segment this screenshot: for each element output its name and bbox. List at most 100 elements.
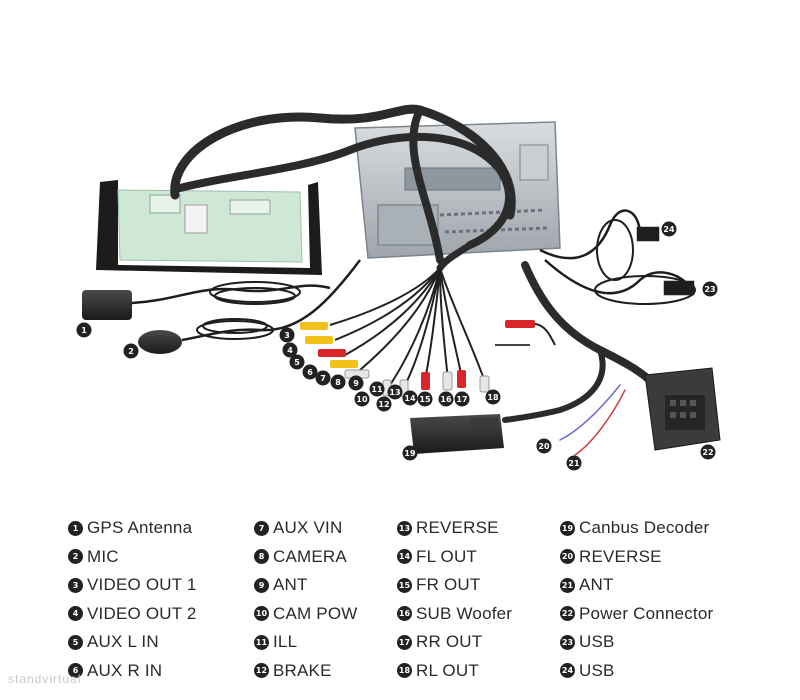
legend-number-badge: 2 [68, 549, 83, 565]
watermark-text: standvirtual [8, 672, 82, 686]
legend-label: GPS Antenna [87, 518, 193, 538]
microphone [138, 259, 361, 354]
usb-cables [539, 209, 696, 305]
diagram-number-text: 21 [568, 459, 580, 468]
legend-label: CAMERA [273, 546, 347, 566]
diagram-number-badge: 23 [702, 281, 718, 297]
legend-number-badge: 3 [68, 577, 83, 593]
diagram-number-text: 9 [353, 379, 359, 388]
diagram-number-badge: 1 [76, 322, 92, 338]
diagram-number-badge: 24 [661, 221, 677, 237]
legend-label: VIDEO OUT 1 [87, 575, 197, 595]
diagram-number-badge: 8 [330, 374, 346, 390]
legend-label: AUX L IN [87, 632, 159, 652]
diagram-number-text: 1 [81, 326, 87, 335]
front-panel-frame [96, 180, 322, 275]
diagram-number-badge: 12 [376, 396, 392, 412]
legend-number-badge: 11 [254, 634, 269, 650]
legend-number-badge: 10 [254, 606, 269, 622]
diagram-number-text: 20 [538, 442, 550, 451]
legend-number-badge: 20 [560, 549, 575, 565]
diagram-number-badge: 17 [454, 391, 470, 407]
legend-label: USB [579, 660, 615, 680]
legend-label: Power Connector [579, 603, 714, 623]
diagram-number-text: 10 [356, 395, 368, 404]
diagram-number-text: 2 [128, 347, 134, 356]
diagram-number-badge: 21 [566, 455, 582, 471]
legend-label: USB [579, 632, 615, 652]
legend-number-badge: 14 [397, 549, 412, 565]
reverse-rca [495, 320, 556, 346]
legend-number-badge: 17 [397, 634, 412, 650]
diagram-number-text: 18 [487, 393, 499, 402]
diagram-number-badge: 10 [354, 391, 370, 407]
legend-label: VIDEO OUT 2 [87, 603, 197, 623]
power-connector [644, 367, 721, 451]
diagram-number-badge: 9 [348, 375, 364, 391]
diagram-number-text: 19 [404, 449, 416, 458]
legend-number-badge: 5 [68, 634, 83, 650]
diagram-number-badge: 2 [123, 343, 139, 359]
legend-number-badge: 6 [68, 663, 83, 679]
legend-number-badge: 22 [560, 606, 575, 622]
diagram-number-text: 8 [335, 378, 341, 387]
diagram-number-text: 23 [704, 285, 715, 294]
diagram-number-badge: 22 [700, 444, 716, 460]
legend-number-badge: 8 [254, 549, 269, 565]
legend-label: MIC [87, 546, 119, 566]
legend-label: AUX R IN [87, 660, 163, 680]
legend-number-badge: 9 [254, 577, 269, 593]
legend-label: BRAKE [273, 660, 332, 680]
diagram-number-text: 3 [284, 331, 290, 340]
diagram-number-badge: 4 [282, 342, 298, 358]
diagram-number-text: 15 [419, 395, 431, 404]
diagram-number-badge: 15 [417, 391, 433, 407]
legend-label: RR OUT [416, 632, 483, 652]
legend-label: Canbus Decoder [579, 518, 710, 538]
legend-number-badge: 18 [397, 663, 412, 679]
legend-number-badge: 15 [397, 577, 412, 593]
legend-number-badge: 13 [397, 520, 412, 536]
diagram-number-badge: 5 [289, 354, 305, 370]
legend-number-badge: 19 [560, 520, 575, 536]
diagram-number-badge: 3 [279, 327, 295, 343]
legend-number-badge: 23 [560, 634, 575, 650]
head-unit-chassis [354, 121, 561, 259]
legend-label: REVERSE [579, 546, 662, 566]
legend-label: ILL [273, 632, 298, 652]
diagram-number-text: 12 [378, 400, 389, 409]
legend-label: ANT [579, 575, 614, 595]
diagram-number-text: 7 [320, 374, 326, 383]
diagram-number-text: 11 [371, 385, 383, 394]
legend-label: SUB Woofer [416, 603, 513, 623]
diagram-number-text: 4 [287, 346, 293, 355]
diagram-number-text: 14 [404, 394, 416, 403]
legend-number-badge: 16 [397, 606, 412, 622]
legend-number-badge: 4 [68, 606, 83, 622]
legend-number-badge: 7 [254, 520, 269, 536]
legend-number-badge: 12 [254, 663, 269, 679]
legend-number-badge: 1 [68, 520, 83, 536]
rca-wire-fan [329, 267, 486, 386]
diagram-number-badge: 14 [402, 390, 418, 406]
diagram-number-text: 5 [294, 358, 300, 367]
diagram-number-badge: 6 [302, 364, 318, 380]
